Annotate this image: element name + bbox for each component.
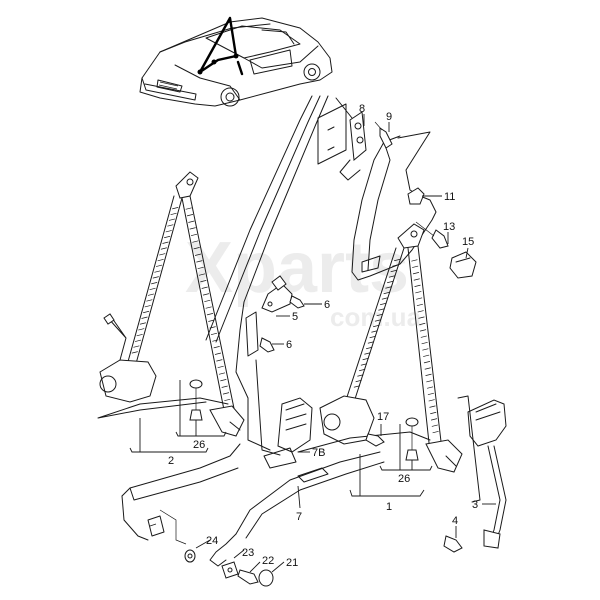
washer-part-24 — [184, 549, 196, 563]
car-overview-illustration — [139, 16, 333, 107]
bolt-part-4 — [443, 535, 463, 553]
webbing-hatch-right-shoulder — [353, 258, 401, 388]
callout-labels: 8 9 11 13 15 6 5 6 17 7B 26 26 1 2 3 4 7… — [168, 103, 478, 569]
callout-7B: 7B — [312, 447, 325, 459]
b-pillar-trim-panel — [351, 131, 437, 281]
belt-assembly-part-1 — [297, 223, 463, 473]
bolt-part-6-lower — [245, 311, 275, 357]
callout-4: 4 — [452, 515, 458, 527]
callout-24: 24 — [206, 535, 218, 547]
callout-13: 13 — [443, 221, 455, 233]
body-pillar-structure — [205, 95, 363, 456]
callout-11: 11 — [444, 191, 455, 203]
webbing-hatch-left-lap — [185, 207, 231, 402]
watermark: Xparts com.ua — [185, 228, 422, 332]
leader-lines — [129, 114, 496, 573]
mounting-parts-26-right — [405, 417, 419, 461]
callout-5: 5 — [292, 311, 298, 323]
floor-sill-structure — [121, 443, 241, 545]
belt-assembly-part-2 — [97, 171, 245, 437]
webbing-hatch-right-lap — [411, 259, 439, 434]
cover-cap-part-15 — [449, 251, 477, 279]
bolt-part-17 — [365, 433, 385, 447]
callout-17: 17 — [377, 411, 389, 423]
callout-26-right: 26 — [398, 473, 410, 485]
callout-7: 7 — [296, 511, 302, 523]
watermark-brand: Xparts — [185, 228, 409, 308]
callout-23: 23 — [242, 547, 254, 559]
bracket-part-5 — [261, 275, 293, 313]
watermark-domain: com.ua — [330, 302, 422, 332]
callout-15: 15 — [462, 236, 474, 248]
mounting-parts-26-left — [189, 379, 203, 421]
buckle-part-3 — [457, 395, 507, 549]
callout-22: 22 — [262, 555, 274, 567]
webbing-hatch-left-shoulder — [131, 207, 179, 354]
callout-21: 21 — [286, 557, 298, 569]
bolt-part-13 — [415, 221, 449, 249]
bolt-part-6-upper — [289, 295, 305, 309]
callout-3: 3 — [472, 499, 478, 511]
callout-6-upper: 6 — [324, 299, 330, 311]
guide-part-7B — [263, 397, 313, 469]
bolt-part-9 — [374, 121, 393, 149]
callout-26-left: 26 — [193, 439, 205, 451]
cap-part-21 — [258, 569, 274, 587]
callout-6-lower: 6 — [286, 339, 292, 351]
callout-2: 2 — [168, 455, 174, 467]
callout-1: 1 — [386, 501, 392, 513]
rail-part-7 — [209, 451, 385, 567]
callout-9: 9 — [386, 111, 392, 123]
cap-part-11 — [407, 187, 425, 205]
spacer-part-23 — [221, 561, 239, 579]
callout-8: 8 — [359, 103, 365, 115]
height-adjuster-part-8 — [339, 111, 367, 181]
bolt-part-22 — [237, 569, 259, 585]
